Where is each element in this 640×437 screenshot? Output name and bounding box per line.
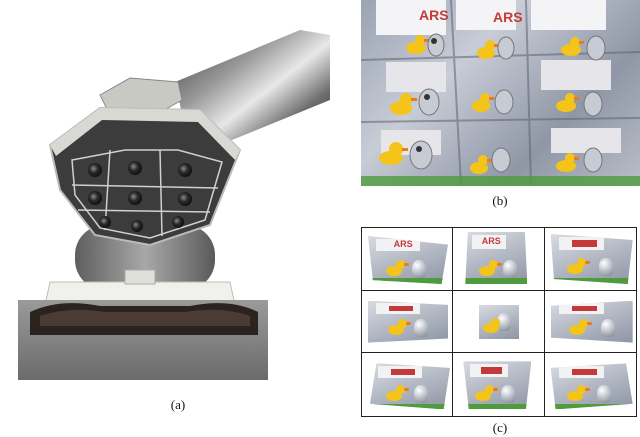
view-cell: [362, 353, 454, 416]
camera-lenses: [88, 161, 192, 232]
view-cell: [544, 290, 636, 354]
caption-a: (a): [170, 397, 186, 412]
poster-group: [376, 0, 621, 155]
view-cell: [544, 353, 636, 416]
duck-robot-scenes: [379, 33, 606, 174]
caption-b: (b): [492, 193, 508, 208]
warped-views-grid: ARS ARS: [361, 227, 637, 417]
poster-text-right: ARS: [493, 9, 523, 25]
view-cell: [362, 290, 454, 354]
mosaic-image: ARS ARS: [361, 0, 640, 186]
camera-rig-photo: [0, 0, 330, 400]
mosaic-illustration: ARS ARS: [361, 0, 640, 186]
view-cell: ARS: [453, 228, 545, 291]
chrome-arm: [175, 30, 330, 150]
support-post: [75, 225, 215, 290]
view-cell: [453, 353, 545, 416]
view-cell: [453, 290, 545, 354]
camera-rig-illustration: [18, 30, 330, 380]
view-cell: [544, 228, 636, 291]
caption-c: (c): [492, 420, 508, 435]
poster-text-left: ARS: [419, 7, 449, 23]
view-cell: ARS: [362, 228, 454, 291]
